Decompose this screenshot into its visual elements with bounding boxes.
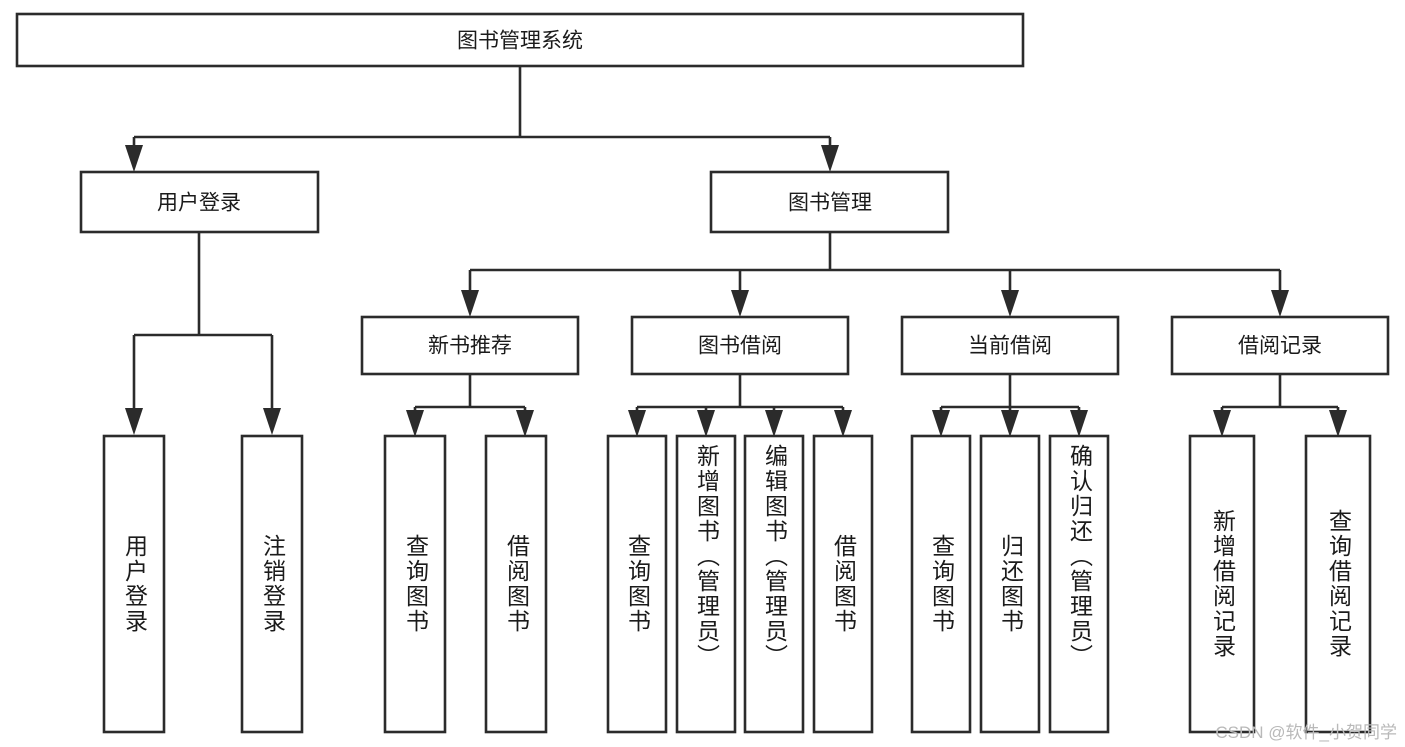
arrow-to-new-book-recommend bbox=[461, 290, 479, 317]
node-current-borrow[interactable] bbox=[900, 315, 1120, 376]
node-new-book-recommend[interactable] bbox=[360, 315, 580, 376]
node-root[interactable] bbox=[15, 12, 1025, 68]
arrow-to-borrow-record bbox=[1271, 290, 1289, 317]
node-current-borrow-label: 当前借阅 bbox=[968, 335, 1052, 358]
connector-book-borrow-to-leaves bbox=[628, 374, 852, 437]
leaf-query-book-1-box[interactable] bbox=[383, 434, 447, 734]
arrow-to-leaf-query-book-1 bbox=[406, 410, 424, 437]
node-borrow-record-label: 借阅记录 bbox=[1238, 335, 1322, 358]
leaf-add-record-label: 新增借阅记录 bbox=[1209, 509, 1236, 659]
arrow-to-current-borrow bbox=[1001, 290, 1019, 317]
arrow-to-leaf-query-record bbox=[1329, 410, 1347, 437]
leaf-user-login-box[interactable] bbox=[102, 434, 166, 734]
leaf-confirm-return-label: 确认归还（管理员） bbox=[1066, 444, 1093, 669]
node-user-login-label: 用户登录 bbox=[157, 192, 241, 215]
leaf-add-book-box[interactable] bbox=[675, 434, 737, 734]
connector-root-to-level2 bbox=[125, 66, 839, 172]
arrow-to-leaf-add-record bbox=[1213, 410, 1231, 437]
arrow-to-book-manage bbox=[821, 145, 839, 172]
connector-new-book-recommend-to-leaves bbox=[406, 374, 534, 437]
leaf-query-book-3-label: 查询图书 bbox=[928, 534, 955, 634]
leaf-add-record-box[interactable] bbox=[1188, 434, 1256, 734]
arrow-to-leaf-borrow-book-2 bbox=[834, 410, 852, 437]
leaf-user-logout-label: 注销登录 bbox=[259, 534, 286, 634]
arrow-to-leaf-query-book-3 bbox=[932, 410, 950, 437]
arrow-to-leaf-edit-book bbox=[765, 410, 783, 437]
leaf-user-login-label: 用户登录 bbox=[121, 534, 148, 634]
leaf-edit-book-label: 编辑图书（管理员） bbox=[761, 444, 788, 669]
leaf-return-book-label: 归还图书 bbox=[997, 534, 1024, 634]
leaf-query-record-box[interactable] bbox=[1304, 434, 1372, 734]
arrow-to-leaf-user-logout bbox=[263, 408, 281, 435]
node-book-borrow[interactable] bbox=[630, 315, 850, 376]
leaf-borrow-book-1-label: 借阅图书 bbox=[503, 534, 530, 634]
leaf-return-book-box[interactable] bbox=[979, 434, 1041, 734]
leaf-query-book-2-label: 查询图书 bbox=[624, 534, 651, 634]
csdn-watermark: CSDN @软件_小贺同学 bbox=[1215, 723, 1397, 742]
arrow-to-leaf-user-login bbox=[125, 408, 143, 435]
arrow-to-leaf-add-book bbox=[697, 410, 715, 437]
leaf-borrow-book-1-box[interactable] bbox=[484, 434, 548, 734]
connector-book-manage-to-level3 bbox=[461, 232, 1289, 317]
leaf-boxes bbox=[102, 434, 1372, 734]
leaf-borrow-book-2-box[interactable] bbox=[812, 434, 874, 734]
node-borrow-record-box bbox=[1170, 315, 1390, 376]
arrow-to-leaf-confirm-return bbox=[1070, 410, 1088, 437]
node-root-label: 图书管理系统 bbox=[457, 30, 583, 53]
node-current-borrow-box bbox=[900, 315, 1120, 376]
leaf-query-book-2-box[interactable] bbox=[606, 434, 668, 734]
arrow-to-leaf-return-book bbox=[1001, 410, 1019, 437]
arrow-to-book-borrow bbox=[731, 290, 749, 317]
leaf-user-logout-box[interactable] bbox=[240, 434, 304, 734]
node-new-book-recommend-box bbox=[360, 315, 580, 376]
leaf-confirm-return-box[interactable] bbox=[1048, 434, 1110, 734]
arrow-to-leaf-query-book-2 bbox=[628, 410, 646, 437]
arrow-to-user-login bbox=[125, 145, 143, 172]
node-book-borrow-box bbox=[630, 315, 850, 376]
node-borrow-record[interactable] bbox=[1170, 315, 1390, 376]
leaf-query-book-1-label: 查询图书 bbox=[402, 534, 429, 634]
node-book-borrow-label: 图书借阅 bbox=[698, 335, 782, 358]
leaf-query-record-label: 查询借阅记录 bbox=[1325, 509, 1352, 659]
leaf-add-book-label: 新增图书（管理员） bbox=[693, 444, 720, 669]
connector-borrow-record-to-leaves bbox=[1213, 374, 1347, 437]
connector-user-login-to-leaves bbox=[125, 232, 281, 435]
node-book-manage-label: 图书管理 bbox=[788, 192, 872, 215]
leaf-borrow-book-2-label: 借阅图书 bbox=[830, 534, 857, 634]
connector-current-borrow-to-leaves bbox=[932, 374, 1088, 437]
node-root-box bbox=[15, 12, 1025, 68]
node-new-book-recommend-label: 新书推荐 bbox=[428, 335, 512, 358]
leaf-edit-book-box[interactable] bbox=[743, 434, 805, 734]
arrow-to-leaf-borrow-book-1 bbox=[516, 410, 534, 437]
node-book-manage-box bbox=[709, 170, 950, 234]
node-book-manage[interactable] bbox=[709, 170, 950, 234]
leaf-query-book-3-box[interactable] bbox=[910, 434, 972, 734]
